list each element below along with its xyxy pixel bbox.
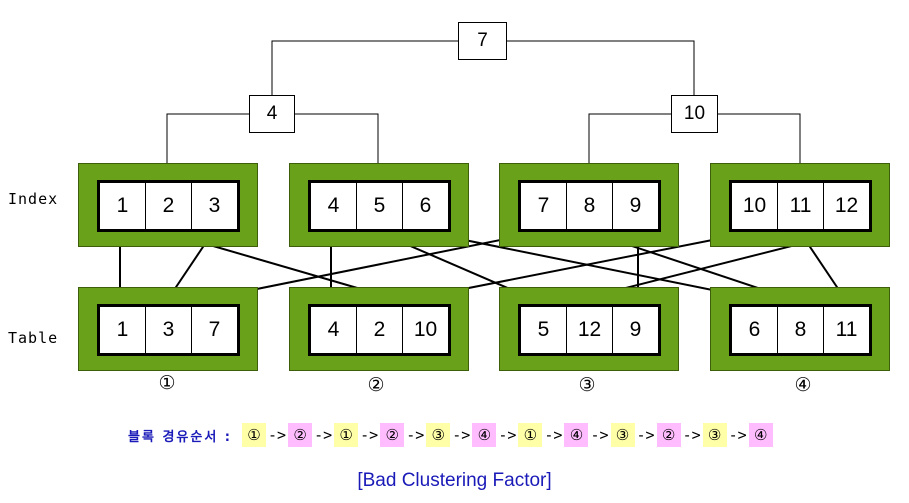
index-key-cell: 10: [732, 183, 778, 229]
visit-order-step: ④: [564, 423, 589, 447]
visit-order-step: ①: [518, 423, 543, 447]
table-row-cell: 3: [146, 307, 192, 353]
block-visit-order: 블록 경유순서 : ①->②->①->②->③->④->①->④->③->②->…: [128, 422, 773, 448]
visit-order-title: 블록 경유순서 :: [128, 429, 233, 445]
index-key-cell: 7: [521, 183, 567, 229]
index-block-1: 1 2 3: [78, 163, 258, 247]
left-to-block1-connector: [166, 113, 249, 163]
table-row-cell: 9: [629, 318, 642, 341]
table-record: 4 2 10: [308, 304, 451, 356]
pointer-arrow: [427, 231, 754, 299]
table-row-cell: 1: [100, 307, 146, 353]
table-row-label: Table: [8, 329, 59, 347]
pointer-arrow: [216, 231, 541, 300]
visit-order-step: ②: [288, 423, 313, 447]
table-block-3: 5 12 9: [499, 287, 679, 371]
visit-order-arrow: ->: [636, 426, 655, 444]
visit-order-step: ①: [334, 423, 359, 447]
root-to-left-connector: [271, 40, 458, 95]
table-row-cell: 4: [311, 307, 357, 353]
visit-order-step: ①: [242, 423, 267, 447]
index-block-4: 10 11 12: [710, 163, 890, 247]
table-row-cell: 7: [208, 318, 221, 341]
index-key-cell: 8: [567, 183, 613, 229]
index-key-cell: 1: [100, 183, 146, 229]
visit-order-arrow: ->: [544, 426, 563, 444]
index-key-cell: 2: [146, 183, 192, 229]
table-record: 6 8 11: [729, 304, 872, 356]
index-row-label: Index: [8, 190, 59, 208]
visit-order-arrow: ->: [452, 426, 471, 444]
visit-order-sequence: ①->②->①->②->③->④->①->④->③->②->③->④: [242, 423, 773, 447]
index-record: 7 8 9: [518, 180, 661, 232]
tree-right-node: 10: [671, 95, 718, 133]
visit-order-step: ④: [472, 423, 497, 447]
table-row-cell: 12: [567, 307, 613, 353]
visit-order-arrow: ->: [498, 426, 517, 444]
right-to-block3-connector: [588, 113, 671, 163]
block-label-1: ①: [158, 372, 176, 394]
tree-connectors: [166, 40, 801, 163]
table-row-cell: 6: [732, 307, 778, 353]
visit-order-arrow: ->: [406, 426, 425, 444]
right-to-block4-connector: [718, 113, 801, 163]
block-label-2: ②: [367, 374, 385, 396]
visit-order-arrow: ->: [268, 426, 287, 444]
visit-order-step: ④: [748, 423, 773, 447]
tree-left-node: 4: [249, 95, 295, 133]
table-record: 1 3 7: [97, 304, 240, 356]
index-key-cell: 5: [357, 183, 403, 229]
index-key-cell: 12: [834, 194, 859, 217]
visit-order-arrow: ->: [590, 426, 609, 444]
table-record: 5 12 9: [518, 304, 661, 356]
index-block-3: 7 8 9: [499, 163, 679, 247]
index-block-2: 4 5 6: [289, 163, 469, 247]
visit-order-arrow: ->: [360, 426, 379, 444]
index-record: 4 5 6: [308, 180, 451, 232]
diagram-caption: [Bad Clustering Factor]: [357, 470, 552, 491]
table-row-cell: 8: [778, 307, 824, 353]
visit-order-step: ③: [610, 423, 635, 447]
visit-order-step: ②: [380, 423, 405, 447]
left-to-block2-connector: [295, 113, 379, 163]
table-row-cell: 5: [521, 307, 567, 353]
table-block-1: 1 3 7: [78, 287, 258, 371]
root-to-right-connector: [507, 40, 695, 95]
index-record: 1 2 3: [97, 180, 240, 232]
visit-order-step: ③: [426, 423, 451, 447]
table-block-2: 4 2 10: [289, 287, 469, 371]
visit-order-arrow: ->: [682, 426, 701, 444]
index-key-cell: 3: [208, 194, 221, 217]
visit-order-step: ②: [656, 423, 681, 447]
table-block-4: 6 8 11: [710, 287, 890, 371]
block-label-3: ③: [578, 374, 596, 396]
visit-order-arrow: ->: [314, 426, 333, 444]
index-key-cell: 6: [419, 194, 432, 217]
index-key-cell: 9: [629, 194, 642, 217]
table-row-cell: 11: [835, 318, 858, 341]
visit-order-arrow: ->: [728, 426, 747, 444]
block-label-4: ④: [794, 374, 812, 396]
table-row-cell: 2: [357, 307, 403, 353]
table-row-cell: 10: [413, 318, 438, 341]
visit-order-step: ③: [702, 423, 727, 447]
index-record: 10 11 12: [729, 180, 872, 232]
index-key-cell: 11: [778, 183, 824, 229]
tree-root-node: 7: [458, 22, 507, 60]
index-key-cell: 4: [311, 183, 357, 229]
